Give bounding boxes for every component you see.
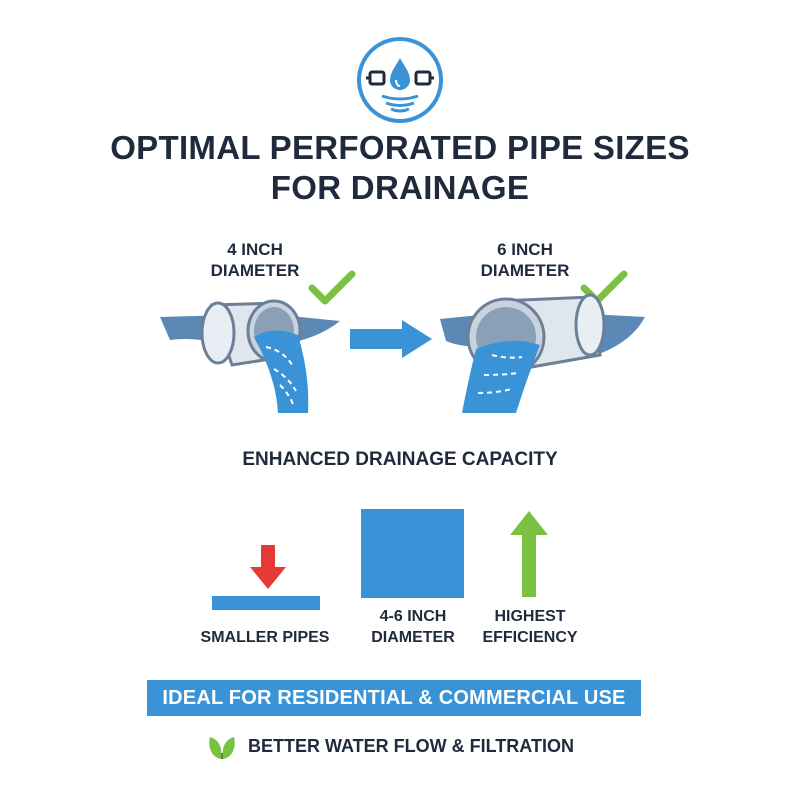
diameter-range-unit: DIAMETER <box>371 629 455 646</box>
title-line-2: FOR DRAINAGE <box>270 169 530 206</box>
water-drop-pipe-icon <box>357 37 443 123</box>
pipe-6-inch-illustration <box>440 293 645 413</box>
capacity-heading: ENHANCED DRAINAGE CAPACITY <box>242 449 558 470</box>
highest-efficiency-label: HIGHEST EFFICIENCY <box>470 606 590 648</box>
smaller-pipe-bar <box>212 596 320 610</box>
pipe-label-6-inch: 6 INCH DIAMETER <box>455 239 595 281</box>
diameter-range-size: 4-6 INCH <box>379 608 447 625</box>
down-arrow-icon <box>250 545 286 589</box>
usage-banner: IDEAL FOR RESIDENTIAL & COMMERCIAL USE <box>147 680 641 716</box>
efficiency-line-2: EFFICIENCY <box>482 629 578 646</box>
checkmark-icon <box>308 270 356 305</box>
page-title: OPTIMAL PERFORATED PIPE SIZES FOR DRAINA… <box>0 128 800 208</box>
title-line-1: OPTIMAL PERFORATED PIPE SIZES <box>110 129 690 166</box>
up-arrow-icon <box>510 511 548 597</box>
right-arrow-icon <box>350 320 432 358</box>
diameter-range-label: 4-6 INCH DIAMETER <box>350 606 476 648</box>
pipe-4-inch-illustration <box>160 299 340 413</box>
pipe-label-unit: DIAMETER <box>480 261 570 280</box>
pipe-label-4-inch: 4 INCH DIAMETER <box>185 239 325 281</box>
efficiency-line-1: HIGHEST <box>494 608 566 625</box>
pipe-label-size: 6 INCH <box>497 240 553 259</box>
optimal-diameter-square <box>361 509 464 598</box>
footer-tagline: BETTER WATER FLOW & FILTRATION <box>248 736 574 756</box>
smaller-pipes-label: SMALLER PIPES <box>200 629 330 646</box>
pipe-label-unit: DIAMETER <box>210 261 300 280</box>
leaf-icon <box>209 737 235 759</box>
pipe-label-size: 4 INCH <box>227 240 283 259</box>
